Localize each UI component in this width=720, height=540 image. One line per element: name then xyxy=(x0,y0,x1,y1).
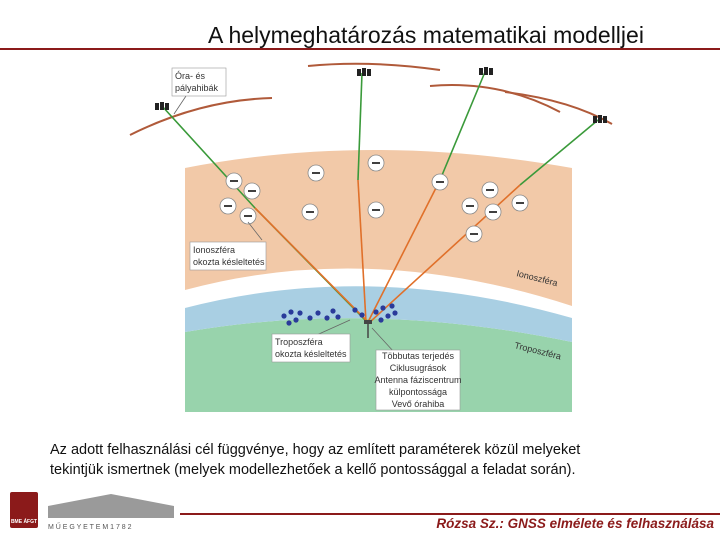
label-tropo-delay-1: Troposzféra xyxy=(275,337,323,347)
signal-path-3-orange xyxy=(367,179,441,323)
label-clock-orbit-2: pályahibák xyxy=(175,83,219,93)
label-tropo-delay-2: okozta késleltetés xyxy=(275,349,347,359)
university-logo: BME ÁFGT M Ű E G Y E T E M 1 7 8 2 xyxy=(10,492,174,531)
footer-divider xyxy=(180,513,720,515)
label-iono-delay-1: Ionoszféra xyxy=(193,245,235,255)
orbit-arc-1 xyxy=(129,97,273,136)
logo-badge-text: BME ÁFGT xyxy=(11,518,37,525)
satellite-icon xyxy=(479,67,493,75)
orbit-arc-4 xyxy=(504,91,613,125)
satellite-icon xyxy=(155,102,169,110)
receiver-error-item: Többutas terjedés xyxy=(382,351,455,361)
footer-credit: Rózsa Sz.: GNSS elmélete és felhasználás… xyxy=(436,516,714,531)
receiver-error-item: Ciklusugrások xyxy=(390,363,447,373)
signal-path-2-orange xyxy=(357,179,367,323)
orbit-arc-3 xyxy=(429,84,561,113)
slide-title: A helymeghatározás matematikai modelljei xyxy=(208,22,644,48)
signal-path-3 xyxy=(439,71,486,181)
label-iono-delay-2: okozta késleltetés xyxy=(193,257,265,267)
signal-path-2 xyxy=(357,72,363,181)
receiver-antenna-icon xyxy=(364,320,372,338)
slide-caption: Az adott felhasználási cél függvénye, ho… xyxy=(50,440,690,480)
caption-line-2: tekintjük ismertnek (melyek modellezhető… xyxy=(50,462,576,478)
receiver-error-item: Vevő órahiba xyxy=(392,399,445,409)
gnss-error-diagram: Óra- és pályahibák Ionoszféra okozta kés… xyxy=(129,62,613,412)
water-droplets xyxy=(281,303,398,326)
receiver-error-item: Antenna fáziscentrum xyxy=(374,375,461,385)
electron-group xyxy=(219,154,529,243)
signal-path-4 xyxy=(519,119,599,186)
caption-line-1: Az adott felhasználási cél függvénye, ho… xyxy=(50,442,581,458)
ionosphere-layer xyxy=(185,150,572,306)
title-divider xyxy=(0,48,720,50)
callout-clock-orbit xyxy=(171,67,227,97)
callout-tropo-delay xyxy=(271,333,351,363)
electron-signs xyxy=(224,162,524,235)
logo-bar-text: M Ű E G Y E T E M 1 7 8 2 xyxy=(48,522,132,531)
receiver-error-item: külpontossága xyxy=(389,387,447,397)
callout-receiver-errors xyxy=(375,349,461,411)
callout-iono-delay xyxy=(189,241,267,271)
satellite-icon xyxy=(357,68,371,76)
signal-path-1-orange xyxy=(254,207,369,323)
orbit-arc-2 xyxy=(307,62,441,71)
label-clock-orbit-1: Óra- és xyxy=(175,71,206,81)
satellite-icon xyxy=(593,115,607,123)
